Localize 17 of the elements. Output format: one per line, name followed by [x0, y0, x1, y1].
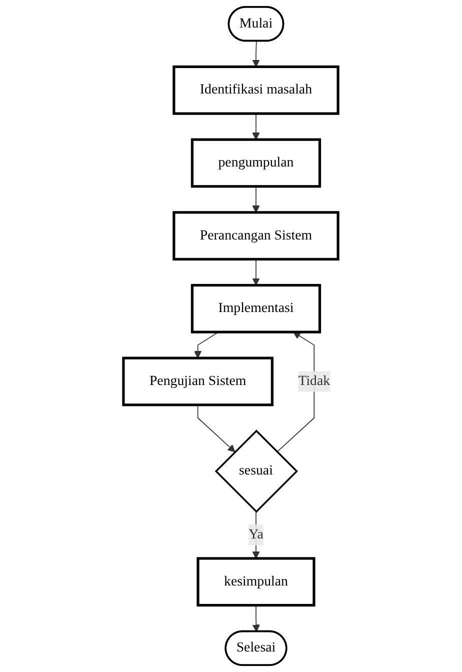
node-box: Identifikasi masalah [172, 65, 340, 115]
edge-label: Tidak [298, 374, 330, 388]
node-box: pengumpulan [191, 138, 322, 188]
arrow [252, 40, 260, 68]
node-diamond: sesuai [215, 430, 298, 513]
arrow [252, 113, 260, 140]
arrow [194, 332, 220, 358]
arrow [252, 186, 260, 213]
arrow [198, 404, 236, 452]
arrow [252, 511, 260, 559]
node-box: Perancangan Sistem [172, 211, 340, 261]
arrow [252, 258, 260, 286]
arrow [252, 604, 260, 632]
node-box: Pengujian Sistem [122, 356, 274, 406]
edge-label: Ya [248, 527, 264, 542]
node-box: Implementasi [191, 284, 322, 334]
node-box: kesimpulan [196, 557, 316, 607]
